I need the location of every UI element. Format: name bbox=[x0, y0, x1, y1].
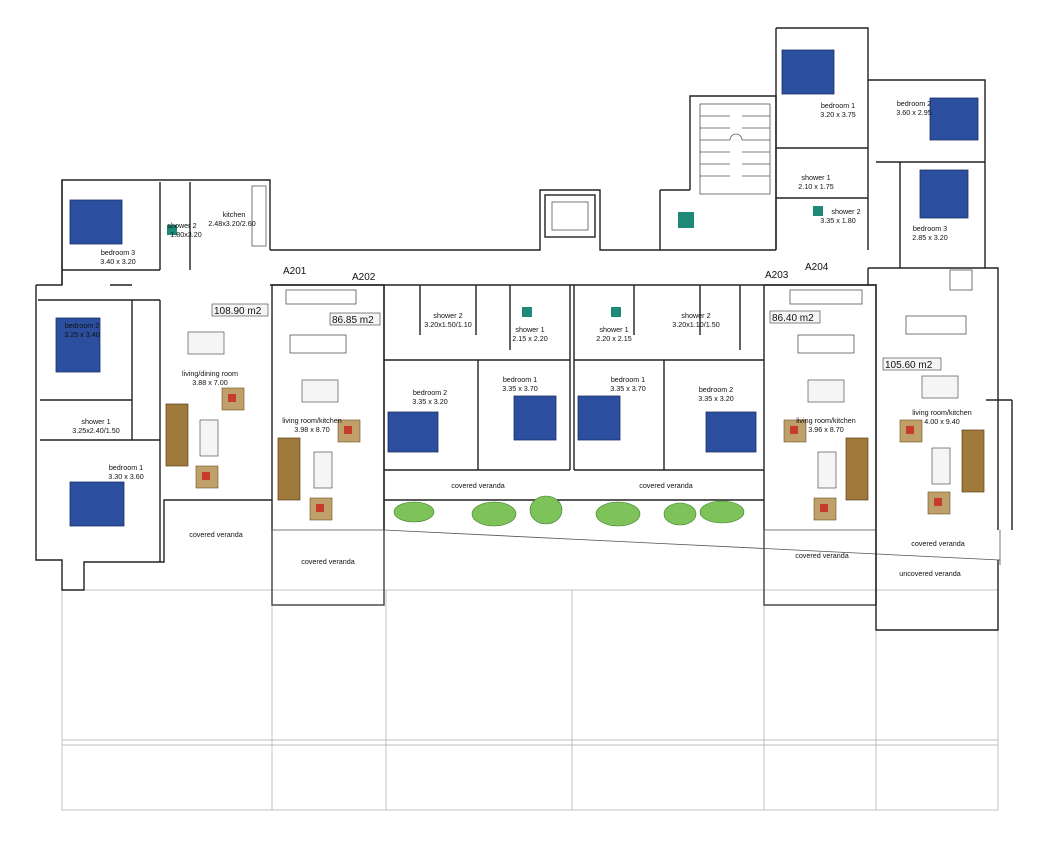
room-dims: 3.20x1.10/1.50 bbox=[672, 320, 720, 329]
svg-text:105.60 m2: 105.60 m2 bbox=[885, 360, 933, 371]
room-dims: 3.20 x 3.75 bbox=[820, 110, 856, 119]
building-walls bbox=[35, 27, 1013, 631]
room-dims: 2.85 x 3.20 bbox=[912, 233, 948, 242]
svg-text:86.40 m2: 86.40 m2 bbox=[772, 313, 814, 324]
svg-text:108.90 m2: 108.90 m2 bbox=[214, 306, 262, 317]
svg-text:A201: A201 bbox=[283, 266, 307, 277]
room-name: bedroom 1 bbox=[821, 101, 855, 110]
veranda-label: uncovered veranda bbox=[899, 569, 961, 578]
room-name: bedroom 2 bbox=[413, 388, 447, 397]
bed-icon bbox=[55, 49, 979, 527]
room-dims: 3.35 x 3.70 bbox=[502, 384, 538, 393]
room-dims: 2.15 x 2.20 bbox=[512, 334, 548, 343]
room-name: shower 2 bbox=[681, 311, 710, 320]
room-dims: 3.20x1.50/1.10 bbox=[424, 320, 472, 329]
room-name: living room/kitchen bbox=[912, 408, 972, 417]
room-dims: 3.40 x 3.20 bbox=[100, 257, 136, 266]
room-name: living room/kitchen bbox=[282, 416, 342, 425]
veranda-label: covered veranda bbox=[795, 551, 849, 560]
dining-table-icon bbox=[187, 331, 959, 489]
room-name: shower 1 bbox=[515, 325, 544, 334]
veranda-label: covered veranda bbox=[301, 557, 355, 566]
room-dims: 3.98 x 8.70 bbox=[294, 425, 330, 434]
room-name: bedroom 3 bbox=[101, 248, 135, 257]
veranda-label: covered veranda bbox=[639, 481, 693, 490]
site-outline bbox=[61, 589, 999, 811]
room-name: living/dining room bbox=[182, 369, 238, 378]
unit-label-a201: A201 108.90 m2 bbox=[211, 266, 307, 317]
room-name: bedroom 1 bbox=[503, 375, 537, 384]
veranda-label: covered veranda bbox=[189, 530, 243, 539]
unit-label-a204: A204 105.60 m2 bbox=[805, 262, 942, 371]
room-dims: 2.48x3.20/2.60 bbox=[208, 219, 256, 228]
room-dims: 3.25x2.40/1.50 bbox=[72, 426, 120, 435]
room-name: bedroom 2 bbox=[699, 385, 733, 394]
room-name: shower 1 bbox=[599, 325, 628, 334]
room-name: bedroom 2 bbox=[65, 321, 99, 330]
room-dims: 3.35 x 3.20 bbox=[698, 394, 734, 403]
svg-text:A204: A204 bbox=[805, 262, 829, 273]
room-dims: 1.80x3.20 bbox=[170, 230, 202, 239]
room-dims: 3.35 x 3.70 bbox=[610, 384, 646, 393]
room-name: kitchen bbox=[223, 210, 246, 219]
armchair-icon bbox=[195, 387, 951, 521]
accessible-toilet-icon bbox=[167, 206, 823, 317]
sofa-icon bbox=[165, 403, 985, 501]
room-name: shower 2 bbox=[433, 311, 462, 320]
veranda-label: covered veranda bbox=[911, 539, 965, 548]
room-dims: 4.00 x 9.40 bbox=[924, 417, 960, 426]
room-name: shower 2 bbox=[831, 207, 860, 216]
staircase-icon bbox=[699, 103, 771, 195]
room-name: bedroom 1 bbox=[611, 375, 645, 384]
room-dims: 3.88 x 7.00 bbox=[192, 378, 228, 387]
svg-text:86.85 m2: 86.85 m2 bbox=[332, 315, 374, 326]
svg-text:A203: A203 bbox=[765, 270, 789, 281]
room-dims: 3.60 x 2.95 bbox=[896, 108, 932, 117]
room-dims: 3.96 x 8.70 bbox=[808, 425, 844, 434]
shrub-icon bbox=[393, 495, 745, 527]
room-dims: 3.35 x 1.80 bbox=[820, 216, 856, 225]
veranda-label: covered veranda bbox=[451, 481, 505, 490]
room-name: shower 1 bbox=[801, 173, 830, 182]
svg-text:A202: A202 bbox=[352, 272, 376, 283]
room-dims: 3.30 x 3.60 bbox=[108, 472, 144, 481]
kitchen-counter-icon bbox=[251, 185, 973, 354]
room-name: shower 1 bbox=[81, 417, 110, 426]
room-dims: 3.25 x 3.40 bbox=[64, 330, 100, 339]
unit-label-a203: A203 86.40 m2 bbox=[765, 270, 821, 324]
room-name: living room/kitchen bbox=[796, 416, 856, 425]
room-name: bedroom 3 bbox=[913, 224, 947, 233]
elevator-icon bbox=[544, 194, 596, 238]
room-dims: 3.35 x 3.20 bbox=[412, 397, 448, 406]
room-dims: 2.20 x 2.15 bbox=[596, 334, 632, 343]
room-name: bedroom 1 bbox=[109, 463, 143, 472]
unit-label-a202: A202 86.85 m2 bbox=[329, 272, 381, 326]
room-name: bedroom 2 bbox=[897, 99, 931, 108]
room-dims: 2.10 x 1.75 bbox=[798, 182, 834, 191]
room-name: shower 2 bbox=[167, 221, 196, 230]
